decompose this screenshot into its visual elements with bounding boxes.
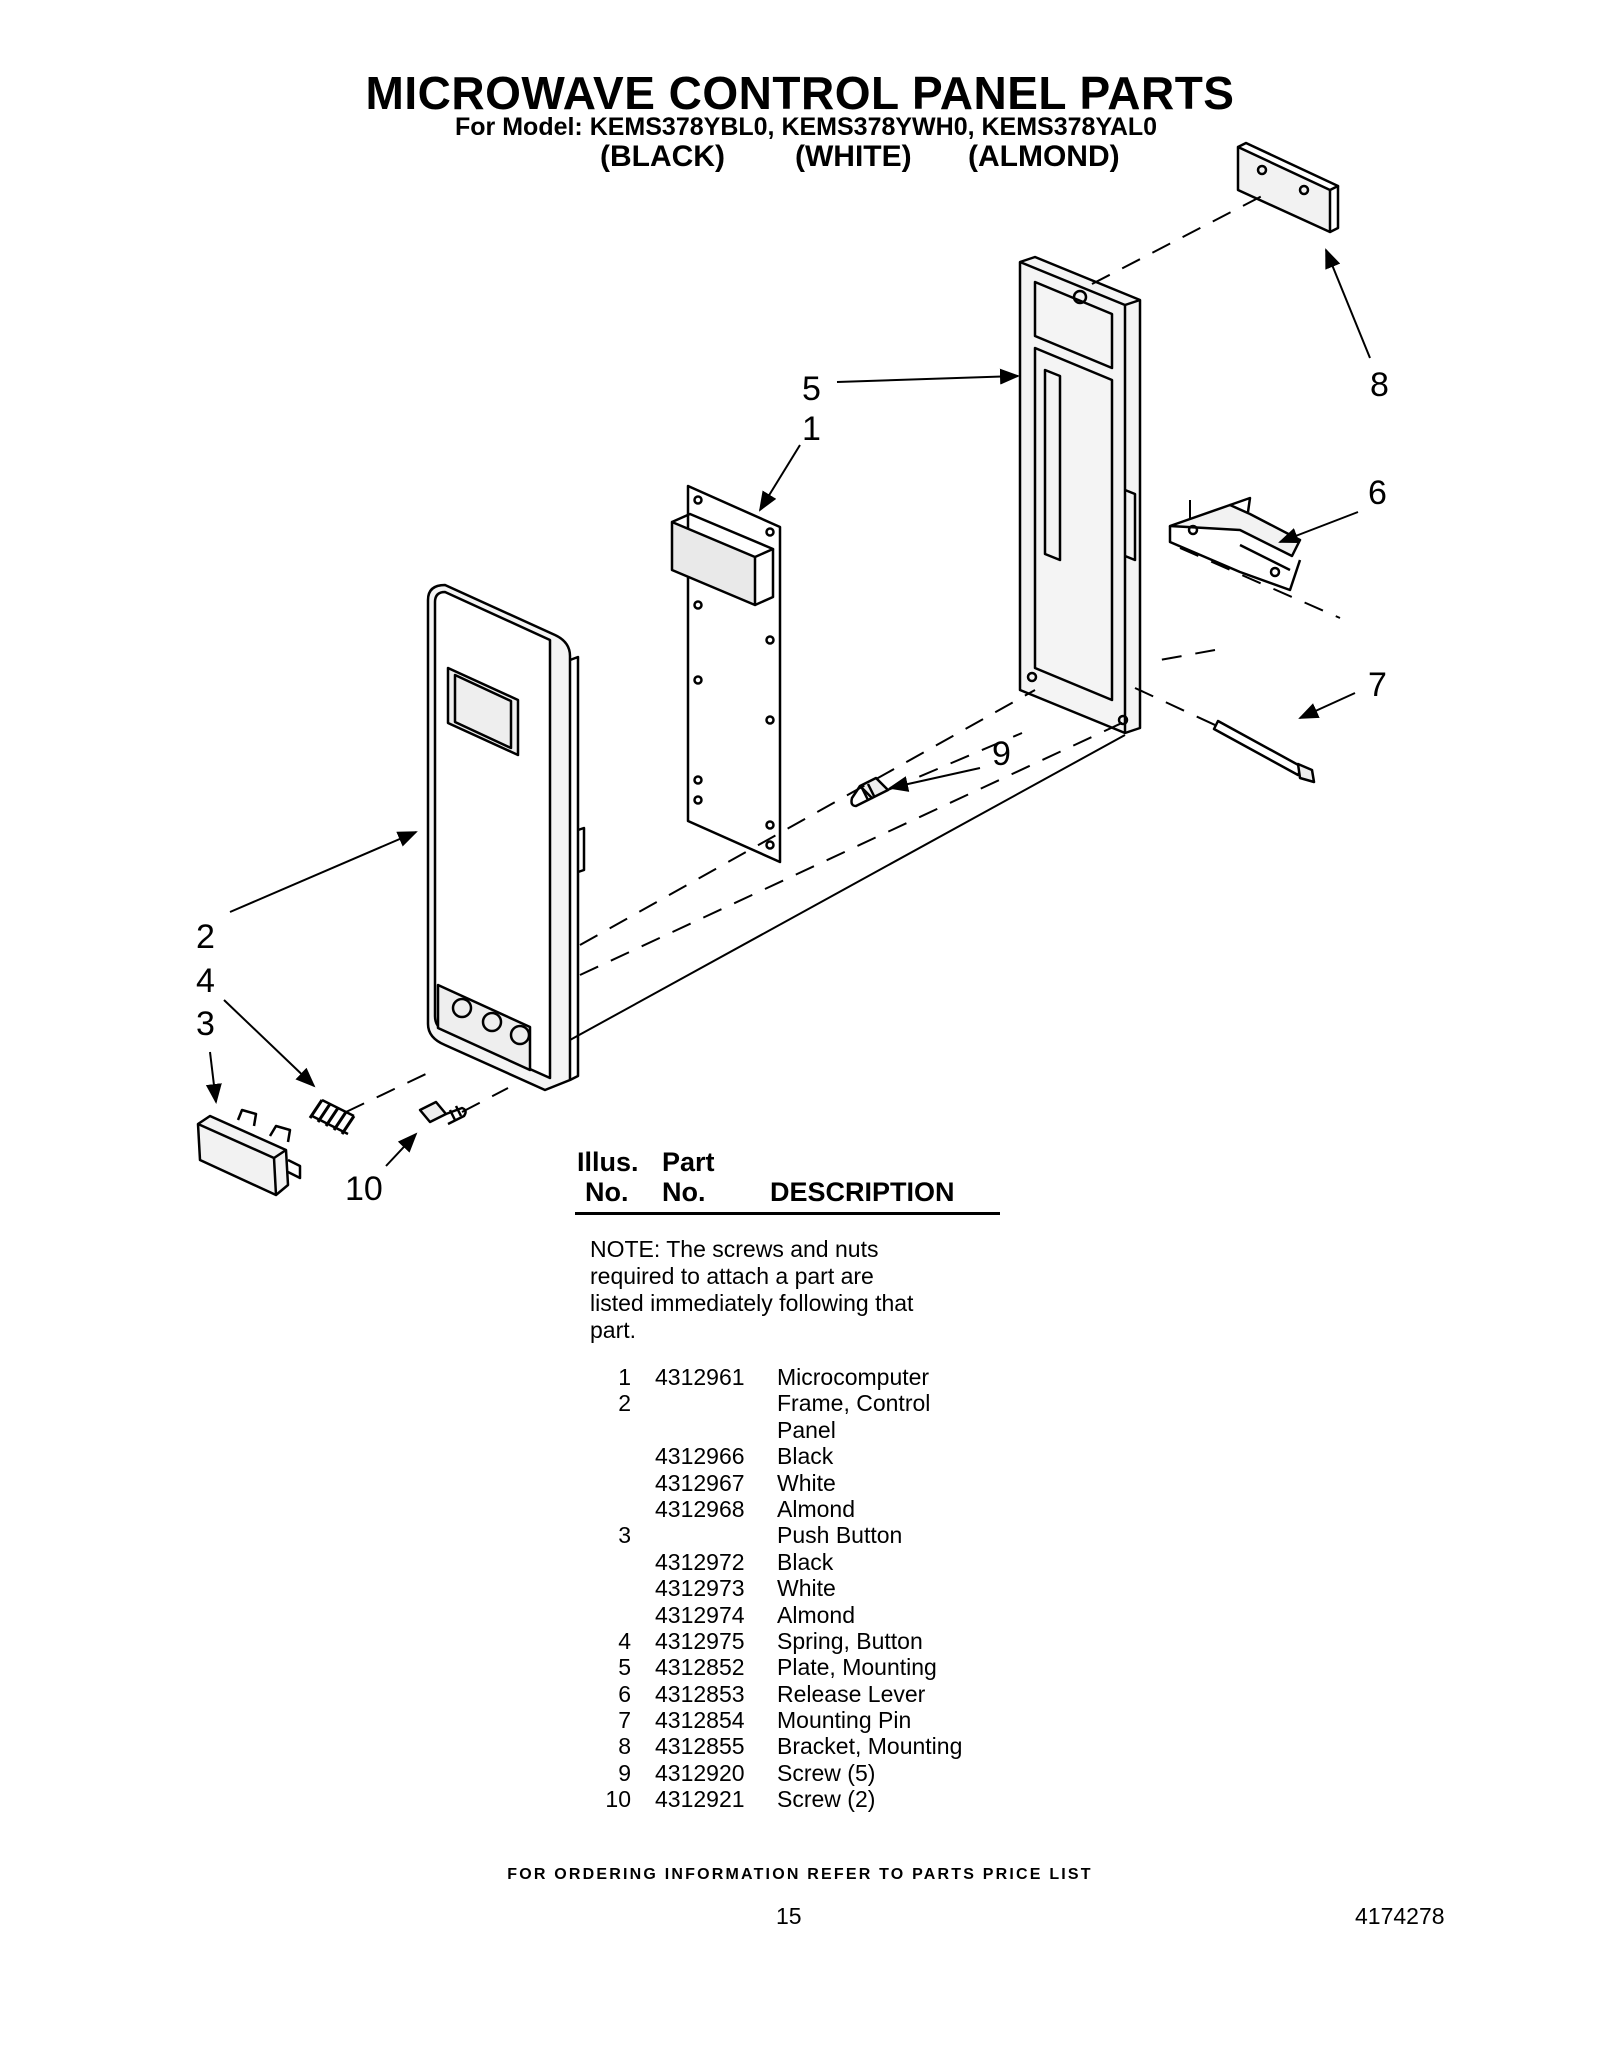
col-description: DESCRIPTION: [770, 1177, 955, 1207]
part-no: 4312855: [655, 1733, 745, 1760]
part-no: 4312967: [655, 1469, 745, 1496]
part-no: 4312972: [655, 1548, 745, 1575]
mounting-plate-part: [1018, 255, 1142, 735]
part-description: Spring, Button: [777, 1627, 923, 1654]
part-no: 4312852: [655, 1654, 745, 1681]
illus-no: 10: [605, 1786, 631, 1813]
button-spring-part: [308, 1098, 356, 1136]
callout-4: 4: [196, 962, 215, 1000]
illus-no: 7: [618, 1707, 631, 1734]
color-label-black: (BLACK): [600, 140, 725, 173]
page-title: MICROWAVE CONTROL PANEL PARTS: [365, 67, 1235, 119]
control-panel-frame-part: [426, 583, 586, 1092]
callout-7: 7: [1368, 666, 1387, 704]
color-label-almond: (ALMOND): [968, 140, 1120, 173]
callout-10: 10: [345, 1170, 383, 1208]
part-description: Bracket, Mounting: [777, 1733, 963, 1760]
col-part-line1: Part: [662, 1147, 715, 1177]
part-description: White: [777, 1469, 836, 1496]
callout-5: 5: [802, 370, 821, 408]
callout-3: 3: [196, 1005, 215, 1043]
illus-no: 8: [618, 1733, 631, 1760]
part-no: 4312961: [655, 1364, 745, 1390]
callout-6: 6: [1368, 474, 1387, 512]
illus-no: 9: [618, 1759, 631, 1786]
part-description: Microcomputer: [777, 1364, 930, 1390]
microcomputer-part: [670, 484, 782, 864]
document-number: 4174278: [1355, 1903, 1445, 1929]
parts-note: NOTE: The screws and nuts required to at…: [590, 1236, 914, 1343]
part-description: White: [777, 1575, 836, 1602]
table-header-rule: [575, 1212, 1000, 1215]
callout-9: 9: [992, 735, 1011, 773]
illus-no: 1: [618, 1364, 631, 1390]
col-illus-line2: No.: [585, 1177, 629, 1207]
illus-no: 3: [618, 1522, 631, 1549]
screw-10-part: [418, 1100, 467, 1126]
part-no: 4312975: [655, 1627, 745, 1654]
part-description: Plate, Mounting: [777, 1654, 937, 1681]
part-description: Screw (5): [777, 1759, 876, 1786]
part-no: 4312921: [655, 1786, 745, 1813]
part-description: Black: [777, 1443, 834, 1470]
part-description: Almond: [777, 1601, 855, 1628]
part-no: 4312966: [655, 1443, 745, 1470]
col-illus-line1: Illus.: [577, 1147, 639, 1177]
ordering-info: FOR ORDERING INFORMATION REFER TO PARTS …: [507, 1866, 1093, 1883]
screw-9-part: [850, 776, 890, 808]
part-description: Panel: [777, 1416, 836, 1443]
part-description: Release Lever: [777, 1680, 926, 1707]
illus-no: 2: [618, 1390, 631, 1417]
part-description: Frame, Control: [777, 1390, 931, 1417]
illus-no: 4: [618, 1627, 631, 1654]
illus-no: 5: [618, 1654, 631, 1681]
illus-no: 6: [618, 1680, 631, 1707]
part-no: 4312974: [655, 1601, 745, 1628]
part-description: Push Button: [777, 1522, 903, 1549]
part-description: Mounting Pin: [777, 1707, 912, 1734]
release-lever-part: [1168, 496, 1302, 592]
page-number: 15: [776, 1903, 802, 1929]
model-subtitle: For Model: KEMS378YBL0, KEMS378YWH0, KEM…: [455, 113, 1158, 141]
part-description: Almond: [777, 1495, 855, 1522]
color-label-white: (WHITE): [795, 140, 912, 173]
part-description: Black: [777, 1548, 834, 1575]
part-no: 4312853: [655, 1680, 745, 1707]
push-button-part: [196, 1108, 302, 1197]
bracket-mounting-part: [1236, 141, 1340, 234]
callout-8: 8: [1370, 366, 1389, 404]
part-no: 4312968: [655, 1495, 745, 1522]
callout-2: 2: [196, 918, 215, 956]
col-part-line2: No.: [662, 1177, 706, 1207]
part-no: 4312920: [655, 1759, 745, 1786]
callout-1: 1: [802, 410, 821, 448]
part-no: 4312854: [655, 1707, 745, 1734]
part-no: 4312973: [655, 1575, 745, 1602]
mounting-pin-part: [1212, 719, 1316, 784]
part-description: Screw (2): [777, 1786, 876, 1813]
